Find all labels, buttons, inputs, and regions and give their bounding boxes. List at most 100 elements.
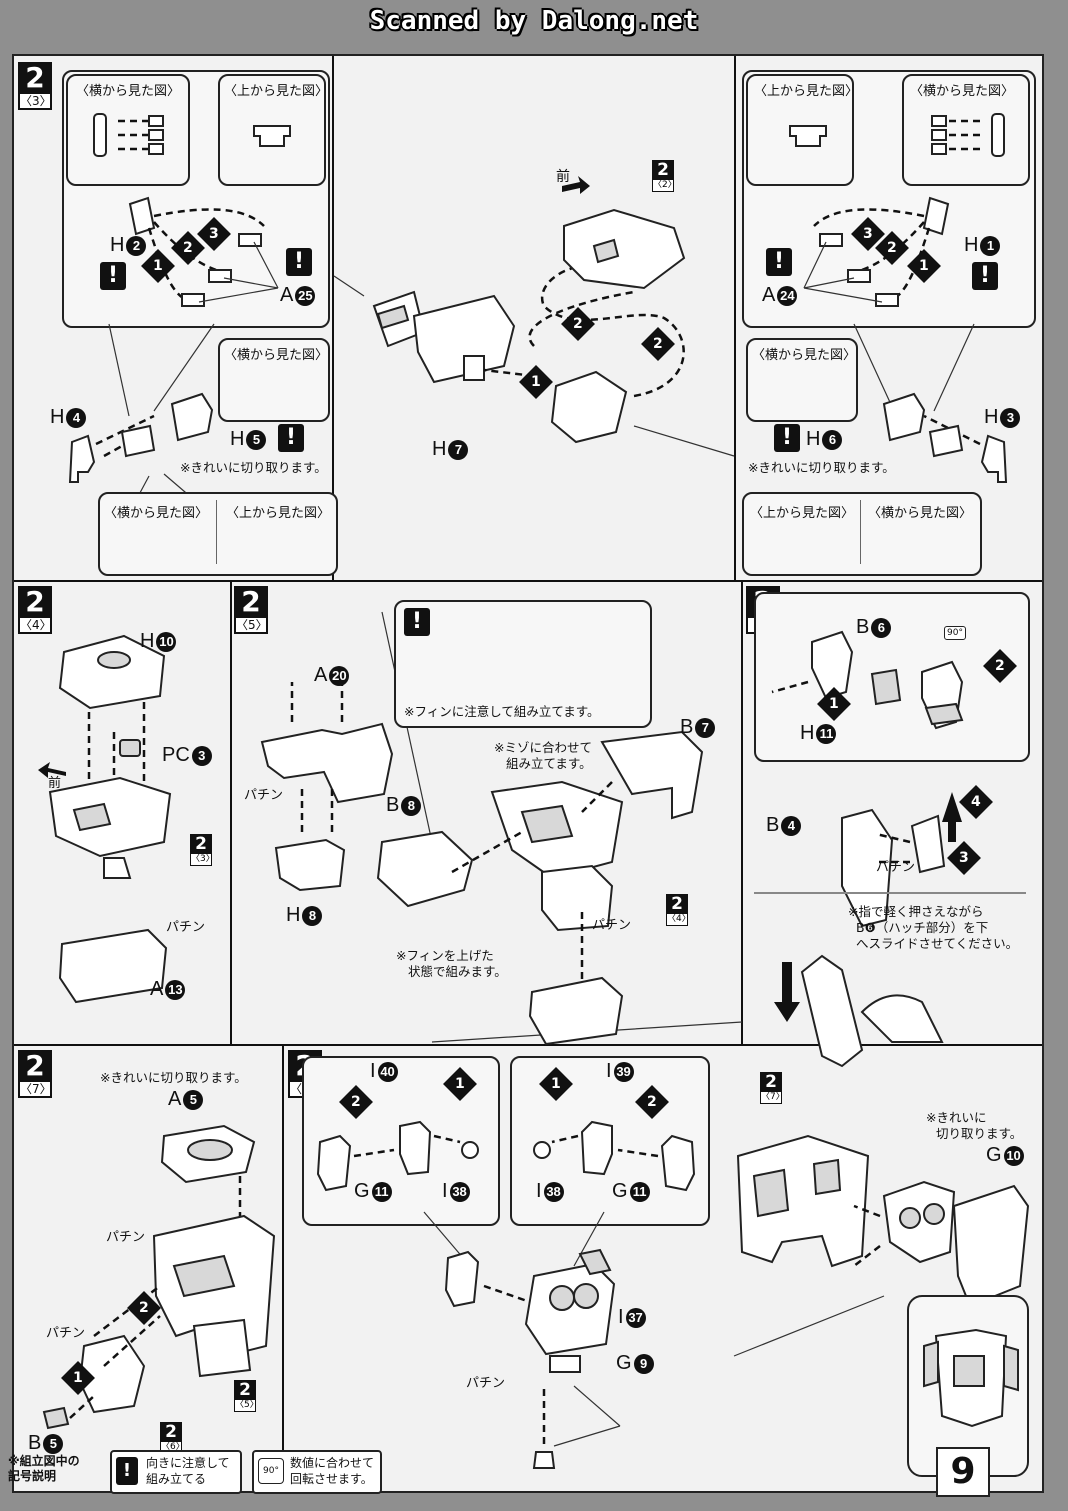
diagram-2-4 (38, 634, 172, 1004)
side-view-caption: 〈横から見た図〉 (868, 506, 973, 521)
bottom-views-panel (742, 492, 982, 576)
divider (332, 56, 334, 581)
page-number: 9 (936, 1447, 990, 1497)
bottom-views-panel (98, 492, 338, 576)
divider (754, 892, 1026, 894)
side-view-caption: 〈横から見た図〉 (910, 84, 1015, 99)
divider (216, 500, 217, 564)
side-view-box (902, 74, 1030, 186)
side-view-box (218, 338, 330, 422)
top-view-caption: 〈上から見た図〉 (754, 84, 859, 99)
rotate-90-icon: 90° (258, 1458, 284, 1484)
snap-sound-label: パチン (592, 917, 632, 932)
rotate-90-icon: 90° (944, 626, 966, 640)
front-direction-label: 前 (556, 168, 570, 184)
caution-icon: ! (774, 424, 800, 452)
legend-rotate-line-1: 数値に合わせて (290, 1456, 375, 1470)
snap-sound-label: パチン (466, 1375, 506, 1390)
instruction-sheet: 2 〈3〉 〈横から見た図〉 〈上から見た図〉 (12, 54, 1044, 1493)
divider (230, 580, 232, 1045)
snap-sound-label: パチン (876, 859, 916, 874)
snap-sound-label: パチン (244, 787, 284, 802)
divider (741, 580, 743, 1045)
front-direction-label: 前 (48, 775, 62, 790)
legend-rotate: 90° 数値に合わせて 回転させます。 (252, 1450, 382, 1494)
snap-sound-label: パチン (166, 919, 206, 934)
snap-sound-label: パチン (46, 1325, 86, 1340)
legend-title-line-1: ※組立図中の (8, 1454, 80, 1468)
note-groove-line-2: 組み立てます。 (506, 756, 592, 771)
note-clean-cut: ※きれいに切り取ります。 (180, 460, 327, 475)
diagram-2-7 (42, 1124, 276, 1430)
side-view-caption: 〈横から見た図〉 (752, 348, 857, 363)
caution-inset (394, 600, 652, 728)
legend-title-line-2: 記号説明 (8, 1469, 57, 1483)
note-clean-cut2-line-2: 切り取ります。 (936, 1126, 1023, 1141)
diagram-2-3-center (333, 176, 735, 457)
ref-step-2-3: 2〈3〉 (190, 834, 215, 866)
divider (14, 1044, 1042, 1046)
side-view-caption: 〈横から見た図〉 (76, 84, 181, 99)
note-fin-up-line-1: ※フィンを上げた (396, 948, 494, 963)
note-clean-cut: ※きれいに切り取ります。 (748, 460, 895, 475)
divider (282, 1044, 284, 1491)
caution-icon: ! (100, 262, 126, 290)
legend-caution-line-2: 組み立てる (146, 1472, 207, 1486)
note-clean-cut: ※きれいに切り取ります。 (100, 1070, 247, 1085)
step-number: 2 〈7〉 (18, 1049, 52, 1098)
note-fin-up-line-2: 状態で組みます。 (408, 964, 507, 979)
caution-icon: ! (278, 424, 304, 452)
step-number: 2 〈4〉 (18, 585, 52, 634)
diagram-2-8-final (733, 1134, 1030, 1477)
ref-step-2-5: 2〈5〉 (234, 1380, 259, 1412)
caution-icon: ! (286, 248, 312, 276)
note-finger-line-3: へスライドさせてください。 (856, 936, 1019, 951)
symbol-legend: ※組立図中の 記号説明 ! 向きに注意して 組み立てる 90° 数値に合わせて … (0, 1440, 1068, 1511)
side-view-box (66, 74, 190, 186)
ref-step-2-2: 2〈2〉 (652, 160, 677, 192)
note-finger-line-1: ※指で軽く押さえながら (848, 904, 984, 919)
snap-sound-label: パチン (106, 1229, 146, 1244)
caution-icon: ! (766, 248, 792, 276)
divider (734, 56, 736, 581)
top-view-caption: 〈上から見た図〉 (226, 506, 331, 521)
note-finger-line-2: B❻（ハッチ部分）を下 (856, 920, 989, 935)
note-fin-careful: ※フィンに注意して組み立てます。 (404, 704, 600, 719)
side-view-caption: 〈横から見た図〉 (104, 506, 209, 521)
legend-caution-line-1: 向きに注意して (146, 1456, 230, 1470)
top-view-caption: 〈上から見た図〉 (750, 506, 855, 521)
scan-watermark: Scanned by Dalong.net (369, 6, 699, 36)
ref-step-2-7: 2〈7〉 (760, 1072, 785, 1104)
note-clean-cut2-line-1: ※きれいに (926, 1110, 987, 1125)
step-number: 2 〈3〉 (18, 61, 52, 110)
caution-icon: ! (404, 608, 430, 636)
ref-step-2-4: 2〈4〉 (666, 894, 691, 926)
top-view-caption: 〈上から見た図〉 (224, 84, 329, 99)
